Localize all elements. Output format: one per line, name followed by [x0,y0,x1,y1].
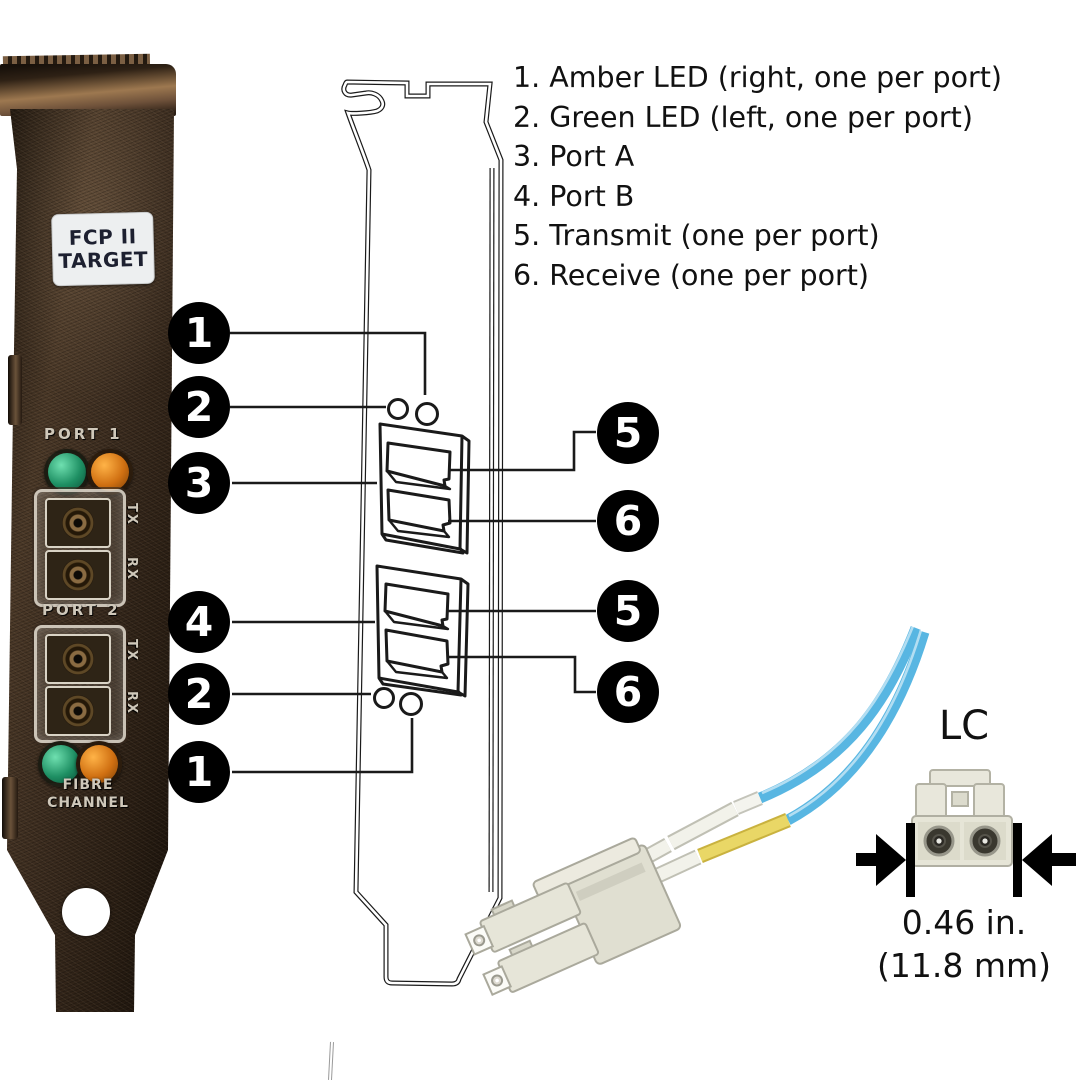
port1-tx-socket [45,498,111,548]
port2-rx-ferrule [62,695,94,727]
legend-item-2: 2. Green LED (left, one per port) [513,100,973,134]
led-holes-drawing [373,398,439,716]
port-b-amber-led-hole [399,692,423,716]
bracket-mounting-hole [62,888,110,936]
legend-item-6: 6. Receive (one per port) [513,258,870,292]
port1-rx-socket [45,550,111,600]
port2-lc-receptacle [34,625,126,743]
adapter-bracket-photo: FCP II TARGET PORT 1 TX RX PORT 2 TX RX … [0,53,180,1020]
lc-front-view [856,769,1076,897]
bracket-top-flange [0,64,176,116]
legend-item-5: 5. Transmit (one per port) [513,219,880,252]
port2-amber-led [76,741,122,787]
dimension-arrows [856,823,1076,897]
port2-tx-label: TX [124,639,139,662]
port-b-cutout-drawing [375,564,470,698]
port2-rx-socket [45,686,111,736]
port-a-green-led-hole [387,398,409,420]
callout-2-bottom: 2 [168,663,230,725]
port2-tx-ferrule [62,643,94,675]
lc-dimension-mm: (11.8 mm) [876,946,1051,985]
port-a-amber-led-hole [415,402,439,426]
bracket-side-clip-lower [2,777,18,839]
lc-dimension-inches: 0.46 in. [901,903,1027,942]
lc-cable-illustration [464,625,930,996]
port1-rx-ferrule [62,559,94,591]
legend-item-3: 3. Port A [513,140,635,173]
port-a-cutout-drawing [378,422,471,555]
legend-list: 1. Amber LED (right, one per port) 2. Gr… [513,58,1002,295]
callout-5-bottom: 5 [597,580,659,642]
callout-1-top: 1 [168,302,230,364]
front-fiber-cable [785,630,930,825]
lc-connector-title: LC [938,703,990,749]
lc-ferrules [923,825,1001,857]
port1-rx-label: RX [124,557,139,582]
port2-tx-socket [45,634,111,684]
rear-fiber-cable [757,626,922,804]
legend-item-1: 1. Amber LED (right, one per port) [513,61,1003,94]
port1-lc-receptacle [34,489,126,607]
callout-2-top: 2 [168,376,230,438]
callout-5-top: 5 [597,402,659,464]
port2-label: PORT 2 [42,601,121,619]
port1-label: PORT 1 [44,425,123,443]
lc-duplex-connector [464,837,682,996]
callout-3: 3 [168,452,230,514]
callout-leader-lines [230,331,596,774]
fibre-line2: CHANNEL [47,794,129,811]
callout-4: 4 [168,591,230,653]
port2-rx-label: RX [124,691,139,716]
port1-tx-ferrule [62,507,94,539]
callout-1-bottom: 1 [168,741,230,803]
callout-6-bottom: 6 [597,661,659,723]
port1-amber-led [87,449,133,495]
port1-tx-label: TX [124,503,139,526]
port-b-green-led-hole [373,687,395,709]
callout-6-top: 6 [597,490,659,552]
fibre-channel-label: FIBRE CHANNEL [28,777,148,812]
fibre-line1: FIBRE [62,777,114,793]
legend-item-4: 4. Port B [513,179,635,213]
bracket-side-clip-upper [8,355,22,425]
